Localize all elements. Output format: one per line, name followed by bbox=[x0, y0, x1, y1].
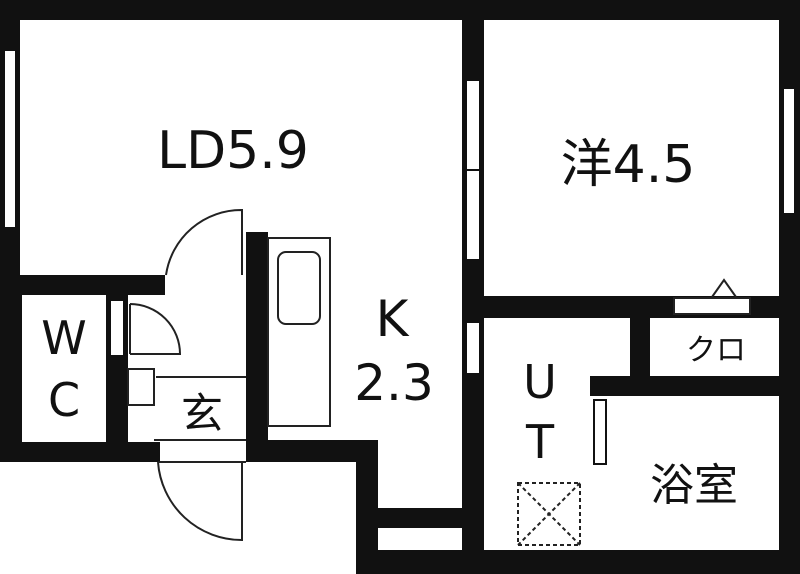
door-entrance-swing bbox=[157, 461, 243, 542]
doors bbox=[129, 208, 246, 542]
wall-outer-left-lower bbox=[0, 275, 22, 460]
room-label-closet: クロ bbox=[686, 333, 746, 368]
closet-triangle-icon bbox=[711, 278, 737, 298]
wall-outer-bottom-right bbox=[470, 550, 800, 574]
wall-k-step-horizontal bbox=[246, 440, 378, 462]
room-label-western: 洋4.5 bbox=[561, 135, 696, 195]
windows bbox=[3, 49, 796, 465]
window-bath-left bbox=[593, 399, 607, 465]
room-label-wc-line2: C bbox=[48, 373, 80, 427]
wall-ut-left-lower bbox=[462, 318, 484, 550]
walls-overlay bbox=[246, 232, 630, 550]
room-label-kitchen-size: 2.3 bbox=[354, 354, 434, 412]
room-label-wc-line1: W bbox=[41, 311, 86, 365]
floor-western bbox=[484, 20, 779, 296]
floor-ut-lower bbox=[484, 378, 590, 550]
room-floors bbox=[20, 20, 779, 550]
window-k-ut bbox=[465, 321, 481, 375]
floor-bath bbox=[610, 396, 779, 550]
wall-outer-right bbox=[779, 0, 800, 574]
floor-kitchen-lower bbox=[378, 440, 462, 508]
closet-shelf bbox=[673, 297, 751, 315]
washing-machine-pan bbox=[517, 482, 581, 546]
floor-k-bottom-gap bbox=[378, 528, 462, 550]
kitchen-counter bbox=[267, 237, 331, 427]
window-ld-western-lower bbox=[465, 169, 481, 261]
wall-k-bottom-inner bbox=[378, 508, 470, 528]
door-ld-swing bbox=[165, 208, 243, 276]
wall-ut-top bbox=[484, 296, 630, 318]
wall-ld-bottom-left bbox=[0, 275, 165, 295]
room-label-ut-line2: T bbox=[525, 415, 555, 469]
washing-machine-diag-2 bbox=[517, 482, 581, 546]
window-ld-western-upper bbox=[465, 79, 481, 171]
window-ld-left bbox=[3, 49, 17, 229]
wall-wc-bottom bbox=[0, 442, 160, 462]
floor-wc bbox=[22, 295, 106, 442]
window-wc-side bbox=[109, 299, 125, 357]
entrance-shoe-box bbox=[127, 368, 155, 406]
wall-ld-bottom-right bbox=[246, 232, 268, 295]
floor-closet bbox=[650, 318, 779, 376]
wall-ut-step bbox=[590, 376, 630, 396]
kitchen-sink bbox=[277, 251, 321, 325]
wall-outer-top bbox=[0, 0, 800, 20]
fixtures bbox=[127, 237, 751, 546]
wall-ut-closet-divider bbox=[630, 296, 650, 378]
floor-kitchen bbox=[268, 232, 462, 440]
room-label-ld: LD5.9 bbox=[157, 121, 309, 181]
room-label-ut-line1: U bbox=[523, 355, 557, 409]
room-label-kitchen-name: K bbox=[376, 290, 410, 348]
door-wc-swing bbox=[129, 303, 182, 355]
room-label-bath: 浴室 bbox=[650, 460, 738, 511]
wall-k-step-vertical bbox=[356, 440, 378, 574]
room-label-entrance: 玄 bbox=[181, 389, 223, 438]
window-western-right bbox=[782, 87, 796, 215]
wall-closet-bottom bbox=[590, 376, 800, 396]
floor-ld-entrance-link bbox=[165, 275, 246, 295]
wall-entrance-right bbox=[246, 440, 256, 462]
